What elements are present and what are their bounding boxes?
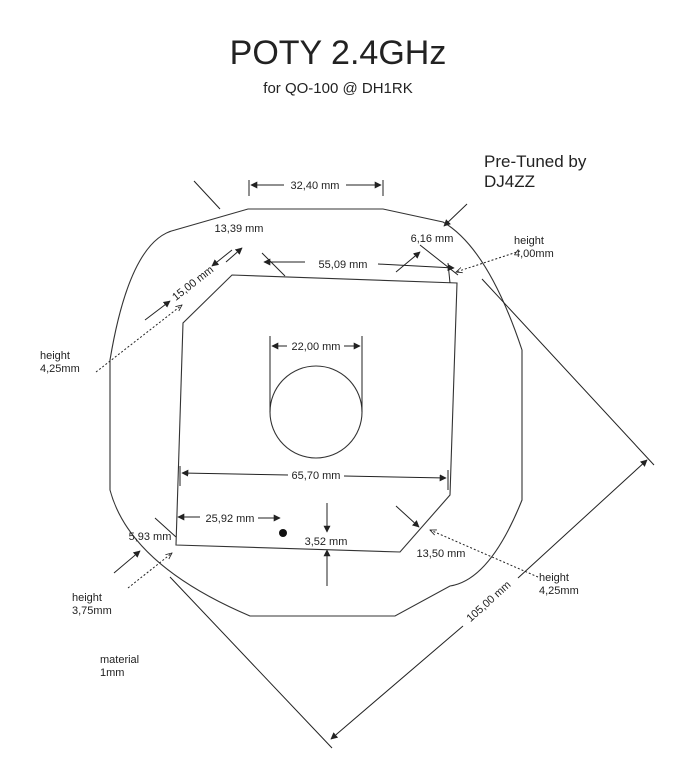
dim-feed-x-label: 25,92 mm (206, 513, 255, 525)
page-title: POTY 2.4GHz (229, 34, 447, 72)
dim-reflector (169, 278, 655, 749)
dim-feed-x (177, 513, 281, 522)
reflector-outline (109, 208, 523, 617)
dim-top-edge-label: 32,40 mm (291, 180, 340, 192)
height-top-right-line2: 4,00mm (514, 248, 554, 260)
dim-corner-bl-label: 5,93 mm (129, 531, 172, 543)
dim-plate-top-label: 55,09 mm (319, 259, 368, 271)
dim-corner-tl (193, 180, 243, 263)
credit-note: Pre-Tuned by DJ4ZZ (484, 152, 586, 192)
dim-corner-bl (113, 517, 177, 574)
material-line2: 1mm (100, 667, 124, 679)
dim-corner-tl-label: 13,39 mm (215, 223, 264, 235)
dim-corner-br-label: 13,50 mm (417, 548, 466, 560)
height-top-right-line1: height (514, 235, 544, 247)
credit-line-1: Pre-Tuned by (484, 152, 587, 171)
dim-plate-left (144, 249, 233, 321)
height-left-line2: 4,25mm (40, 363, 80, 375)
dim-plate-width (179, 466, 449, 490)
height-bottom-right-line2: 4,25mm (539, 585, 579, 597)
material-line1: material (100, 654, 139, 666)
credit-line-2: DJ4ZZ (484, 172, 535, 191)
height-left-line1: height (40, 350, 70, 362)
dim-top-edge (248, 180, 384, 196)
dim-plate-top (261, 252, 455, 284)
center-hole (269, 365, 363, 459)
dim-feed-y-label: 3,52 mm (305, 536, 348, 548)
feed-point (279, 529, 287, 537)
page-subtitle: for QO-100 @ DH1RK (263, 80, 413, 97)
dim-corner-tr-label: 6,16 mm (411, 233, 454, 245)
height-leaders (95, 250, 539, 589)
radiator-plate (175, 274, 458, 553)
height-bottom-right-line1: height (539, 572, 569, 584)
dim-hole-label: 22,00 mm (292, 341, 341, 353)
dim-plate-width-label: 65,70 mm (292, 470, 341, 482)
height-bottom-left-line1: height (72, 592, 102, 604)
dim-hole (269, 336, 363, 412)
dim-corner-br (395, 505, 420, 528)
dim-reflector-label: 105,00 mm (465, 579, 514, 625)
height-bottom-left-line2: 3,75mm (72, 605, 112, 617)
